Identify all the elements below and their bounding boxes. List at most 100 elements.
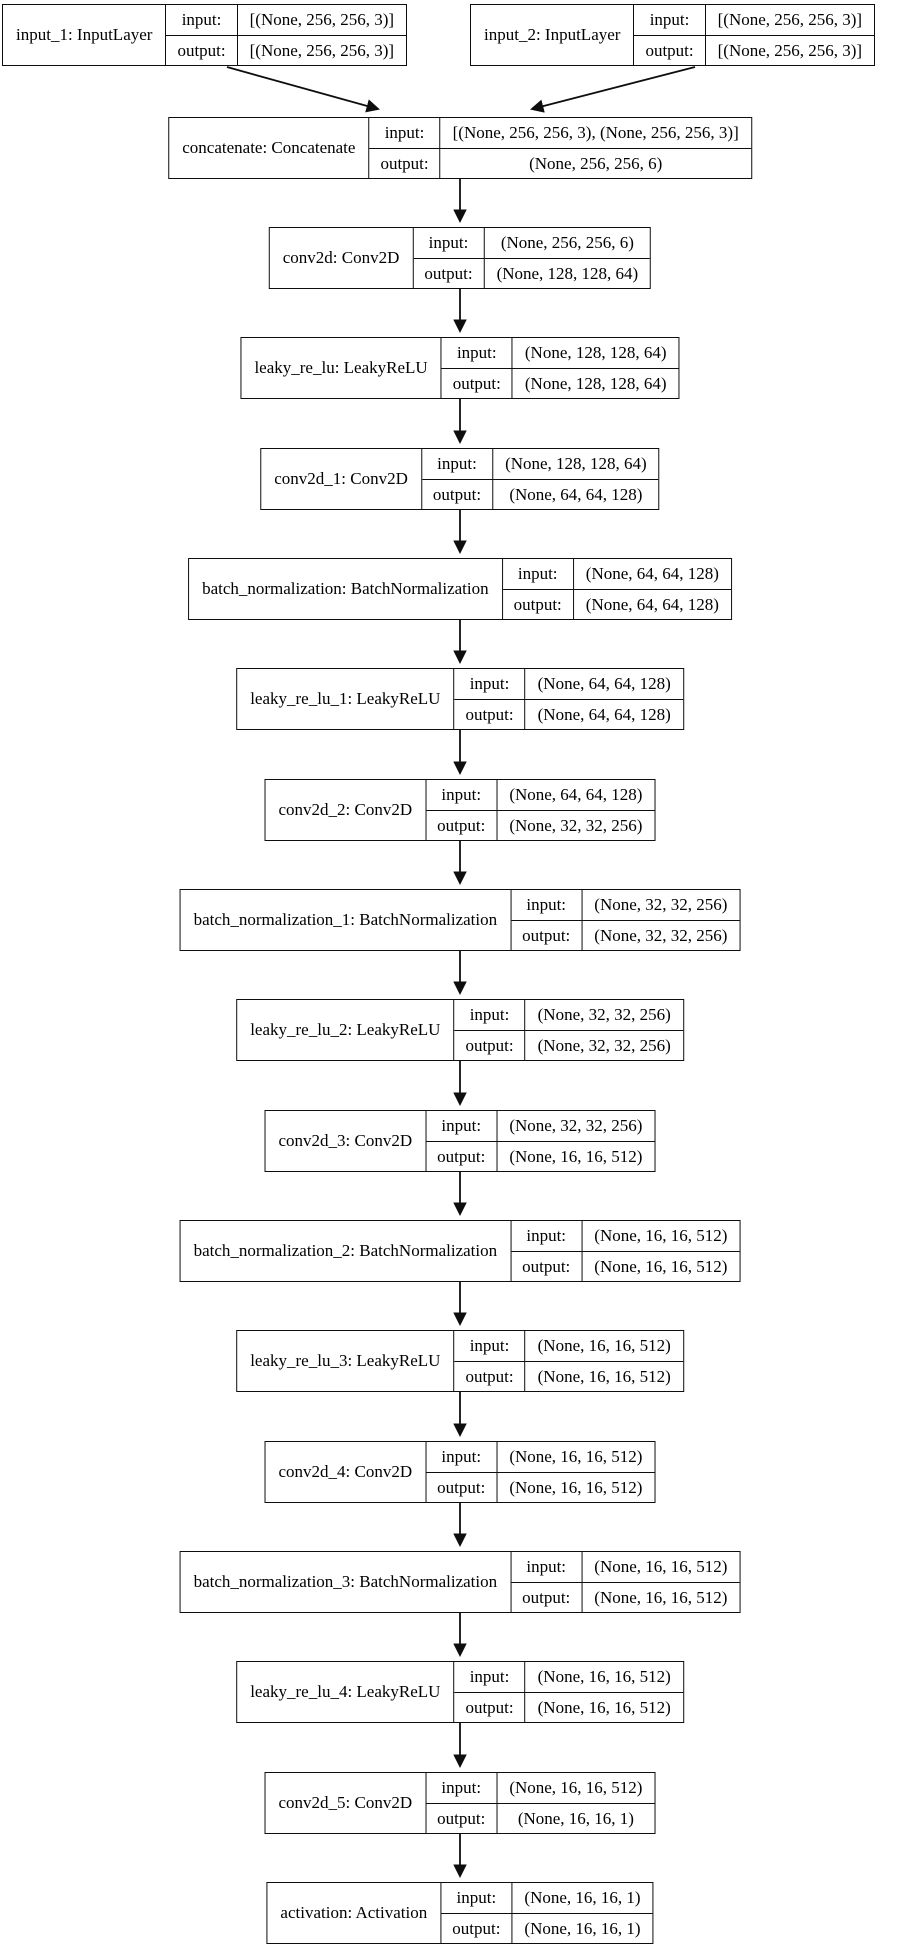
output-shape: (None, 64, 64, 128) [493, 479, 659, 509]
output-label: output: [441, 368, 513, 398]
node-conv2d_4: conv2d_4: Conv2D input: (None, 16, 16, 5… [264, 1441, 656, 1503]
node-concatenate: concatenate: Concatenate input: [(None, … [168, 117, 752, 179]
input-shape: (None, 32, 32, 256) [537, 1005, 671, 1024]
input-shape: (None, 16, 16, 1) [524, 1888, 641, 1907]
input-shape: (None, 16, 16, 512) [509, 1778, 643, 1797]
output-shape: (None, 32, 32, 256) [497, 810, 655, 840]
output-label: output: [426, 1141, 498, 1171]
input-label: input: [454, 669, 526, 699]
output-shape: (None, 16, 16, 512) [497, 1141, 655, 1171]
input-shape: (None, 64, 64, 128) [585, 564, 719, 583]
input-label: input: [511, 1552, 583, 1582]
input-label: input: [426, 1773, 498, 1803]
output-shape: (None, 32, 32, 256) [582, 920, 740, 950]
input-shape: (None, 16, 16, 512) [594, 1226, 728, 1245]
node-conv2d_5: conv2d_5: Conv2D input: (None, 16, 16, 5… [264, 1772, 656, 1834]
output-shape: (None, 128, 128, 64) [484, 258, 651, 288]
output-label: output: [369, 148, 441, 178]
input-label: input: [511, 1221, 583, 1251]
input-shape: (None, 64, 64, 128) [509, 785, 643, 804]
edge-input_2-to-concatenate [530, 66, 696, 113]
output-label: output: [634, 35, 706, 65]
output-label: output: [421, 479, 494, 509]
input-label: input: [454, 1331, 526, 1361]
layer-title: leaky_re_lu_2: LeakyReLU [237, 1000, 455, 1060]
input-shape: (None, 16, 16, 512) [537, 1336, 671, 1355]
input-label: input: [441, 1883, 513, 1913]
output-label: output: [454, 1030, 526, 1060]
layer-title: leaky_re_lu: LeakyReLU [241, 338, 442, 398]
input-label: input: [426, 780, 498, 810]
node-conv2d_2: conv2d_2: Conv2D input: (None, 64, 64, 1… [264, 779, 656, 841]
layer-title: leaky_re_lu_1: LeakyReLU [237, 669, 455, 729]
input-shape: (None, 64, 64, 128) [537, 674, 671, 693]
input-shape: [(None, 256, 256, 3), (None, 256, 256, 3… [452, 123, 739, 142]
node-input_1: input_1: InputLayer input: [(None, 256, … [2, 4, 408, 66]
input-shape: (None, 16, 16, 512) [537, 1667, 671, 1686]
input-shape: (None, 128, 128, 64) [524, 343, 667, 362]
node-batch_normalization_3: batch_normalization_3: BatchNormalizatio… [179, 1551, 741, 1613]
output-label: output: [502, 589, 574, 619]
input-shape: [(None, 256, 256, 3)] [717, 10, 863, 29]
input-label: input: [634, 5, 706, 35]
input-label: input: [454, 1000, 526, 1030]
node-batch_normalization_2: batch_normalization_2: BatchNormalizatio… [179, 1220, 741, 1282]
output-shape: (None, 16, 16, 512) [525, 1361, 683, 1391]
output-shape: (None, 16, 16, 512) [582, 1251, 740, 1281]
layer-title: conv2d: Conv2D [270, 228, 414, 288]
output-shape: (None, 32, 32, 256) [525, 1030, 683, 1060]
input-label: input: [454, 1662, 526, 1692]
input-shape: (None, 32, 32, 256) [594, 895, 728, 914]
input-shape: [(None, 256, 256, 3)] [249, 10, 395, 29]
output-label: output: [166, 35, 238, 65]
output-shape: (None, 64, 64, 128) [573, 589, 731, 619]
input-label: input: [413, 228, 485, 258]
layer-title: concatenate: Concatenate [169, 118, 370, 178]
layer-title: conv2d_5: Conv2D [266, 1773, 427, 1833]
input-label: input: [422, 449, 494, 479]
layer-title: input_1: InputLayer [3, 5, 167, 65]
output-label: output: [511, 1251, 583, 1281]
input-label: input: [369, 118, 441, 148]
node-conv2d_1: conv2d_1: Conv2D input: (None, 128, 128,… [260, 448, 660, 510]
input-shape: (None, 16, 16, 512) [509, 1447, 643, 1466]
input-label: input: [442, 338, 513, 368]
layer-title: input_2: InputLayer [471, 5, 635, 65]
output-shape: (None, 16, 16, 512) [525, 1692, 683, 1722]
node-leaky_re_lu: leaky_re_lu: LeakyReLU input: (None, 128… [240, 337, 680, 399]
layer-title: batch_normalization_1: BatchNormalizatio… [181, 890, 512, 950]
node-batch_normalization: batch_normalization: BatchNormalization … [188, 558, 732, 620]
input-shape: (None, 16, 16, 512) [594, 1557, 728, 1576]
output-shape: (None, 64, 64, 128) [525, 699, 683, 729]
layer-title: leaky_re_lu_4: LeakyReLU [237, 1662, 455, 1722]
node-leaky_re_lu_4: leaky_re_lu_4: LeakyReLU input: (None, 1… [236, 1661, 684, 1723]
node-activation: activation: Activation input: (None, 16,… [266, 1882, 654, 1944]
output-shape: (None, 16, 16, 512) [497, 1472, 655, 1502]
output-label: output: [426, 1472, 498, 1502]
output-label: output: [511, 1582, 583, 1612]
node-conv2d_3: conv2d_3: Conv2D input: (None, 32, 32, 2… [264, 1110, 656, 1172]
input-shape: (None, 128, 128, 64) [505, 454, 647, 473]
output-label: output: [511, 920, 583, 950]
input-shape: (None, 256, 256, 6) [500, 233, 634, 252]
node-leaky_re_lu_2: leaky_re_lu_2: LeakyReLU input: (None, 3… [236, 999, 684, 1061]
layer-title: conv2d_3: Conv2D [266, 1111, 427, 1171]
output-shape: [(None, 256, 256, 3)] [705, 35, 875, 65]
edge-input_1-to-concatenate [226, 66, 380, 113]
output-label: output: [413, 258, 485, 288]
node-batch_normalization_1: batch_normalization_1: BatchNormalizatio… [179, 889, 741, 951]
layer-title: conv2d_4: Conv2D [266, 1442, 427, 1502]
input-label: input: [503, 559, 574, 589]
node-leaky_re_lu_1: leaky_re_lu_1: LeakyReLU input: (None, 6… [236, 668, 684, 730]
input-shape: (None, 32, 32, 256) [509, 1116, 643, 1135]
input-label: input: [511, 890, 583, 920]
node-conv2d: conv2d: Conv2D input: (None, 256, 256, 6… [268, 227, 652, 289]
layer-title: batch_normalization: BatchNormalization [189, 559, 503, 619]
layer-title: activation: Activation [267, 1883, 442, 1943]
output-shape: (None, 128, 128, 64) [512, 368, 679, 398]
input-label: input: [166, 5, 238, 35]
output-label: output: [454, 1692, 526, 1722]
input-label: input: [426, 1442, 498, 1472]
layer-title: batch_normalization_3: BatchNormalizatio… [181, 1552, 512, 1612]
